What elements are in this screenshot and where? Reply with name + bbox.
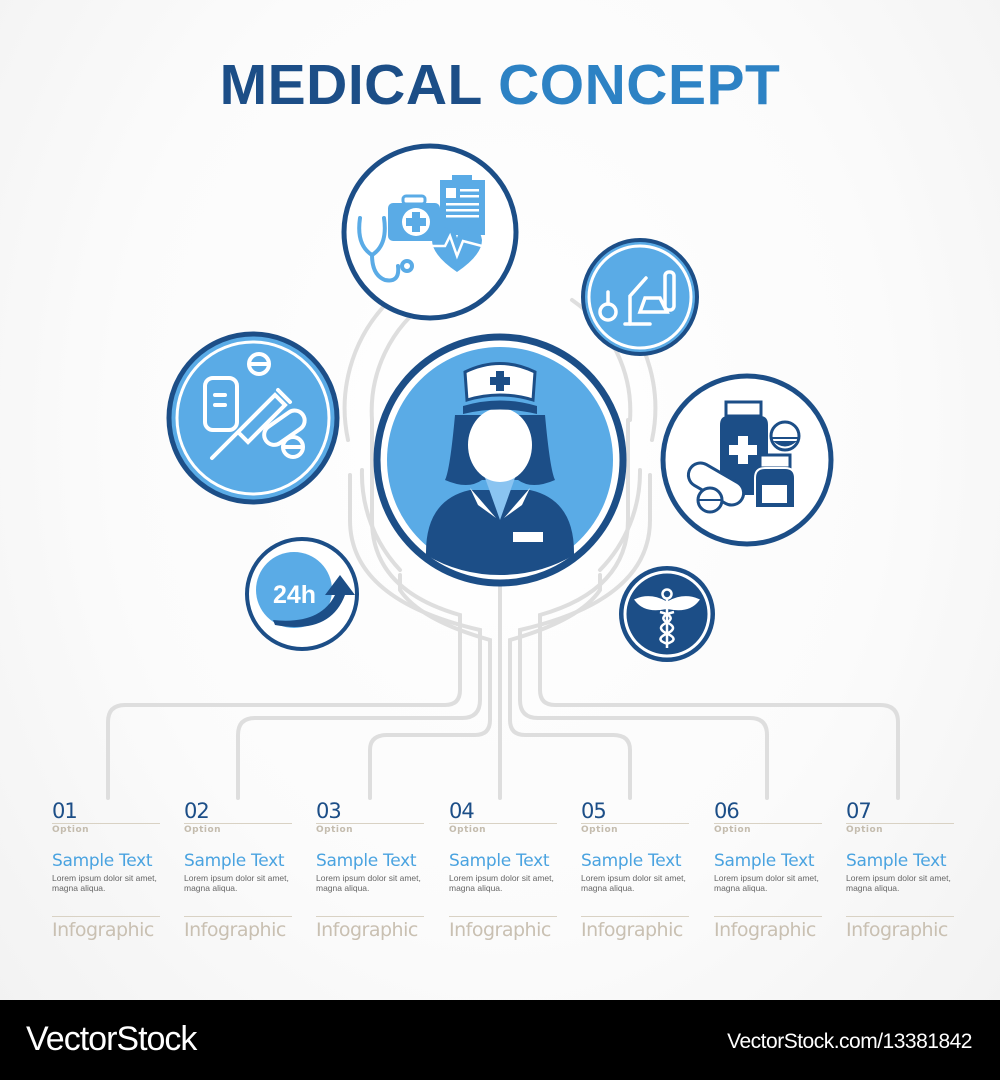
option-number: 05 <box>581 799 607 823</box>
24h-label: 24h <box>273 581 316 609</box>
option-heading: Sample Text <box>316 851 417 871</box>
heart-pulse-icon <box>432 227 483 272</box>
option-label: Option <box>449 825 487 835</box>
option-column-4: 04 Option Sample Text Lorem ipsum dolor … <box>449 800 557 941</box>
option-label: Option <box>316 825 354 835</box>
divider <box>581 916 689 917</box>
24h-circle: 24h <box>245 537 359 651</box>
option-label: Option <box>581 825 619 835</box>
option-column-5: 05 Option Sample Text Lorem ipsum dolor … <box>581 800 689 941</box>
divider <box>316 823 424 824</box>
microscope-flask-icon <box>598 270 676 326</box>
option-number: 01 <box>52 799 78 823</box>
bottles-pills-icon <box>686 400 801 514</box>
divider <box>52 916 160 917</box>
divider <box>184 916 292 917</box>
option-body: Lorem ipsum dolor sit amet, magna aliqua… <box>184 873 289 893</box>
option-label: Option <box>714 825 752 835</box>
divider <box>714 823 822 824</box>
option-heading: Sample Text <box>184 851 285 871</box>
laboratory-circle <box>581 238 699 356</box>
image-url: VectorStock.com/13381842 <box>727 1030 972 1053</box>
divider <box>52 823 160 824</box>
option-number: 02 <box>184 799 210 823</box>
divider <box>184 823 292 824</box>
option-column-7: 07 Option Sample Text Lorem ipsum dolor … <box>846 800 954 941</box>
option-label: Option <box>184 825 222 835</box>
caduceus-circle <box>619 566 715 662</box>
option-heading: Sample Text <box>581 851 682 871</box>
option-body: Lorem ipsum dolor sit amet, magna aliqua… <box>52 873 157 893</box>
option-footer: Infographic <box>449 919 551 941</box>
option-footer: Infographic <box>714 919 816 941</box>
option-footer: Infographic <box>184 919 286 941</box>
iv-syringe-pills-icon <box>203 352 307 460</box>
divider <box>316 916 424 917</box>
title-concept: CONCEPT <box>498 53 781 117</box>
medical-kit-icon <box>388 194 440 241</box>
option-column-6: 06 Option Sample Text Lorem ipsum dolor … <box>714 800 822 941</box>
option-number: 04 <box>449 799 475 823</box>
option-label: Option <box>846 825 884 835</box>
option-heading: Sample Text <box>52 851 153 871</box>
option-label: Option <box>52 825 90 835</box>
option-column-1: 01 Option Sample Text Lorem ipsum dolor … <box>52 800 160 941</box>
option-body: Lorem ipsum dolor sit amet, magna aliqua… <box>846 873 951 893</box>
infographic-diagram: 24h <box>106 143 900 800</box>
option-column-3: 03 Option Sample Text Lorem ipsum dolor … <box>316 800 424 941</box>
option-footer: Infographic <box>581 919 683 941</box>
drugs-circle <box>166 331 340 505</box>
option-footer: Infographic <box>52 919 154 941</box>
brand-logo: VectorStock <box>26 1020 197 1058</box>
stethoscope-icon <box>357 216 414 283</box>
title-medical: MEDICAL <box>219 53 482 117</box>
option-heading: Sample Text <box>846 851 947 871</box>
option-heading: Sample Text <box>714 851 815 871</box>
watermark-footer: VectorStock VectorStock.com/13381842 <box>0 1000 1000 1080</box>
medical-kit-circle <box>341 143 519 321</box>
caduceus-icon <box>634 588 700 648</box>
page-title: MEDICAL CONCEPT <box>0 52 1000 118</box>
divider <box>581 823 689 824</box>
divider <box>449 823 557 824</box>
option-body: Lorem ipsum dolor sit amet, magna aliqua… <box>449 873 554 893</box>
option-body: Lorem ipsum dolor sit amet, magna aliqua… <box>714 873 819 893</box>
option-number: 07 <box>846 799 872 823</box>
nurse-icon <box>425 362 575 575</box>
divider <box>846 916 954 917</box>
divider <box>714 916 822 917</box>
option-number: 03 <box>316 799 342 823</box>
divider <box>846 823 954 824</box>
option-number: 06 <box>714 799 740 823</box>
divider <box>449 916 557 917</box>
nurse-circle <box>373 333 627 587</box>
option-body: Lorem ipsum dolor sit amet, magna aliqua… <box>316 873 421 893</box>
option-footer: Infographic <box>846 919 948 941</box>
medicine-circle <box>660 373 834 547</box>
clipboard-icon <box>440 175 485 235</box>
option-footer: Infographic <box>316 919 418 941</box>
option-body: Lorem ipsum dolor sit amet, magna aliqua… <box>581 873 686 893</box>
option-column-2: 02 Option Sample Text Lorem ipsum dolor … <box>184 800 292 941</box>
option-heading: Sample Text <box>449 851 550 871</box>
